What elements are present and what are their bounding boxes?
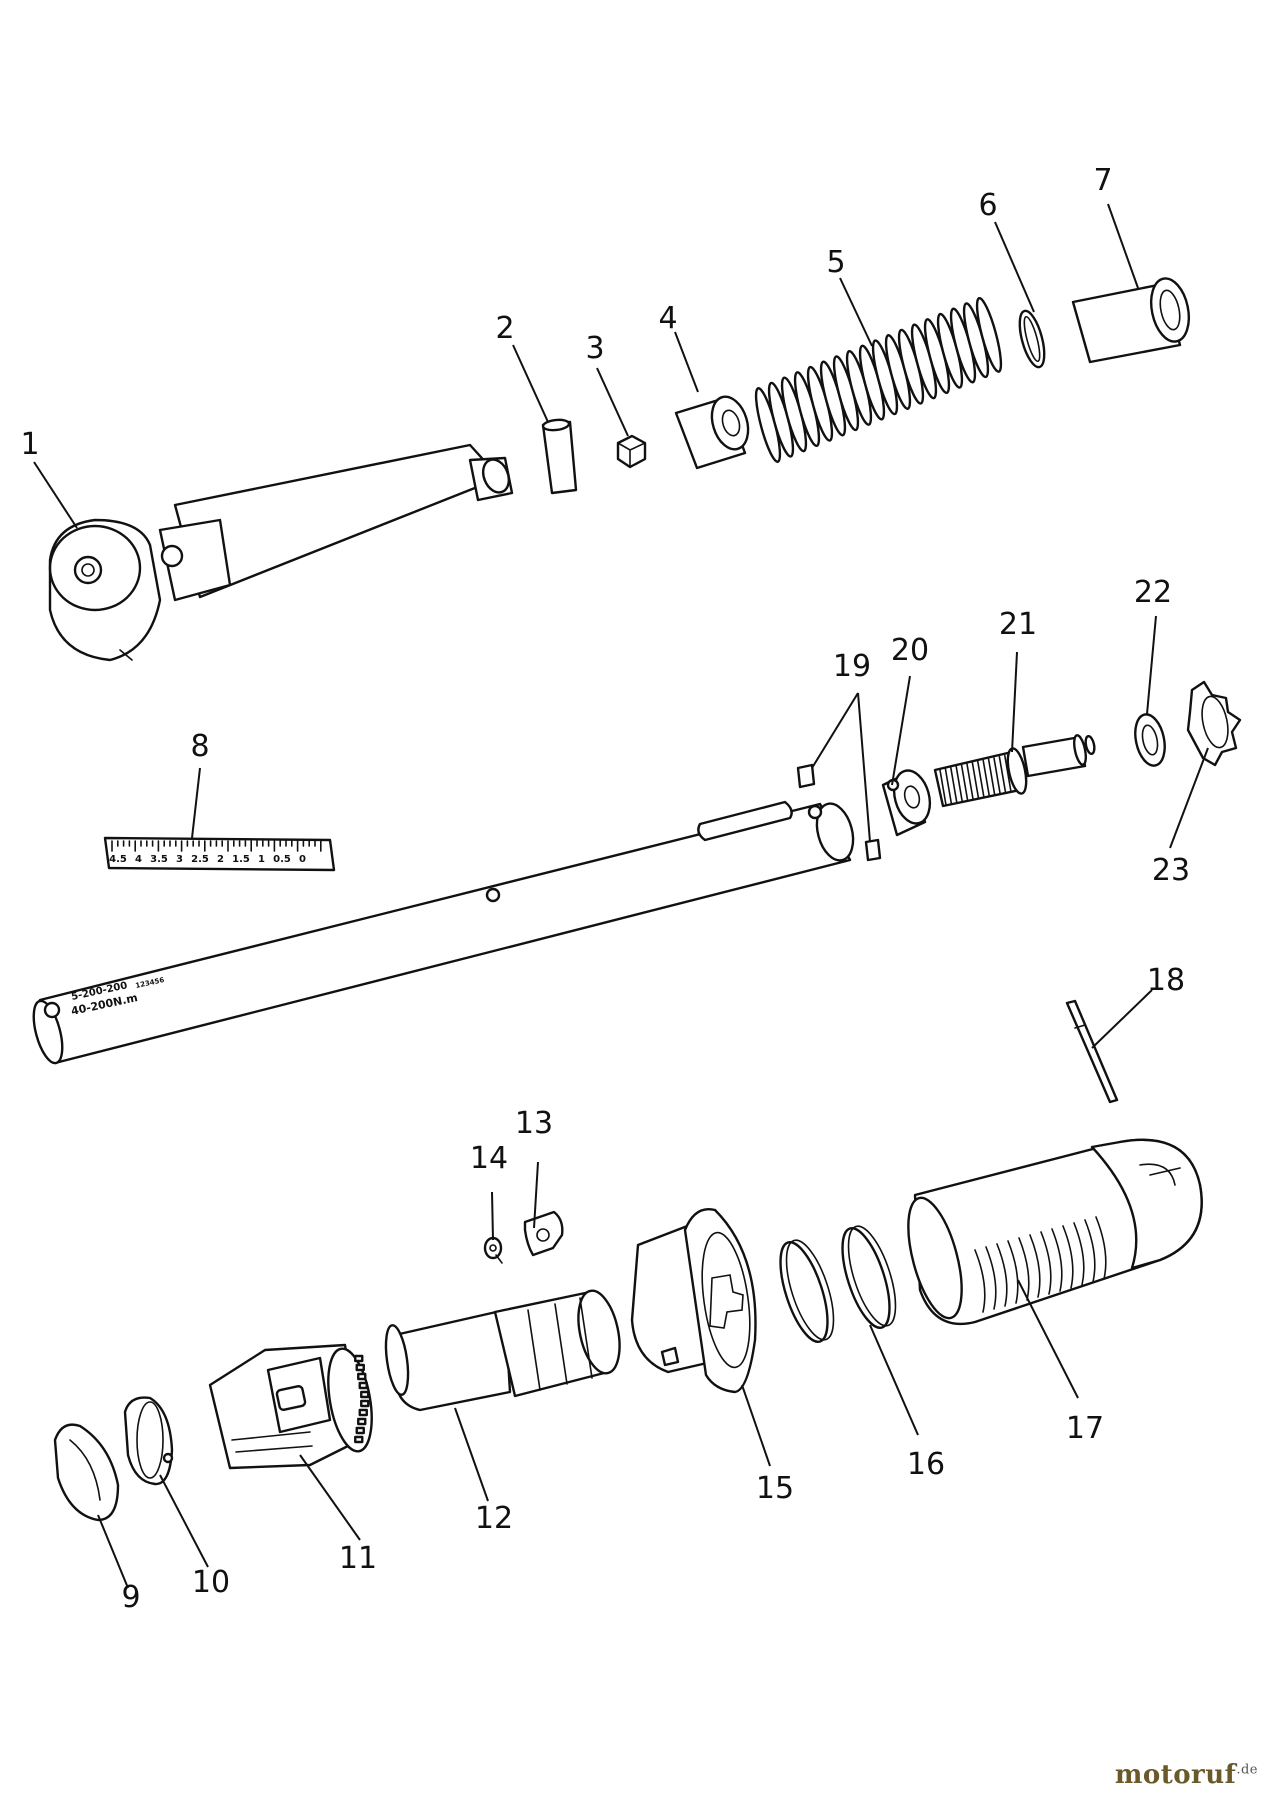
callout-1: 1 <box>20 427 39 462</box>
gear-tooth <box>358 1408 368 1417</box>
part-10-ring <box>123 1396 174 1486</box>
part-8-scale: 4.5 4 3.5 3 2.5 2 1.5 1 0.5 0 <box>103 836 336 872</box>
grip-line <box>1084 1219 1096 1283</box>
watermark-logo: motoruf.de <box>1115 1760 1258 1790</box>
scale-label: 0 <box>299 854 306 865</box>
scale-label: 3.5 <box>150 854 168 865</box>
callout-7: 7 <box>1093 163 1112 198</box>
part-19-pins <box>796 763 882 862</box>
callout-8: 8 <box>190 729 209 764</box>
watermark-tld: .de <box>1236 1762 1258 1778</box>
part-9-end-cap <box>53 1423 120 1522</box>
gear-tooth <box>357 1417 367 1426</box>
callout-6: 6 <box>978 188 997 223</box>
grip-line <box>1073 1222 1085 1286</box>
part-1-ratchet-head <box>48 443 514 662</box>
grip-line <box>1040 1231 1052 1295</box>
screw-groove <box>998 755 1007 793</box>
gear-tooth <box>360 1399 370 1408</box>
gear-tooth <box>355 1426 365 1435</box>
screw-groove <box>976 760 985 798</box>
callout-3: 3 <box>585 331 604 366</box>
callout-13: 13 <box>515 1106 553 1141</box>
part-14-screw <box>483 1236 503 1264</box>
part-20-collar <box>881 769 932 837</box>
scale-label: 4.5 <box>109 854 127 865</box>
screw-groove <box>1003 754 1012 792</box>
screw-groove <box>966 763 974 800</box>
part-13-clip <box>523 1210 564 1257</box>
callout-16: 16 <box>907 1447 945 1482</box>
callout-4: 4 <box>658 301 677 336</box>
grip-line <box>996 1243 1008 1307</box>
part-21-adjuster-screw <box>933 734 1096 808</box>
screw-groove <box>982 759 991 797</box>
grip-line <box>1029 1234 1041 1298</box>
part-18-pin <box>1065 999 1119 1104</box>
callout-12: 12 <box>475 1501 513 1536</box>
callout-21: 21 <box>999 607 1037 642</box>
callout-2: 2 <box>495 311 514 346</box>
callout-22: 22 <box>1134 575 1172 610</box>
callout-18: 18 <box>1147 963 1185 998</box>
callout-17: 17 <box>1066 1411 1104 1446</box>
callout-14: 14 <box>470 1141 508 1176</box>
part-22-washer <box>1134 713 1166 767</box>
gear-tooth <box>358 1381 368 1390</box>
gear-tooth <box>354 1435 364 1444</box>
grip-line <box>974 1249 986 1313</box>
screw-groove <box>955 765 964 803</box>
scale-label: 1 <box>258 854 265 865</box>
grip-line <box>985 1246 997 1310</box>
scale-label: 4 <box>135 854 142 865</box>
callout-numbers: 1 2 3 4 5 6 7 8 9 10 11 12 13 14 15 16 1… <box>20 163 1190 1615</box>
scale-label: 0.5 <box>273 854 291 865</box>
callout-11: 11 <box>339 1541 377 1576</box>
spring-coil <box>975 296 1003 373</box>
part-17-grip <box>907 1138 1203 1326</box>
grip-line <box>1062 1225 1074 1289</box>
watermark-name: motoruf <box>1114 1760 1237 1790</box>
part-16-rings <box>779 1225 897 1343</box>
callout-15: 15 <box>756 1471 794 1506</box>
part-4-sleeve <box>674 395 750 470</box>
part-12-cylinder <box>384 1289 621 1412</box>
part-15-flange-housing <box>630 1208 757 1394</box>
screw-groove <box>949 766 958 804</box>
callout-5: 5 <box>826 245 845 280</box>
callout-9: 9 <box>121 1580 140 1615</box>
gear-tooth <box>355 1363 365 1372</box>
screw-groove <box>971 761 980 799</box>
leader-lines <box>33 203 1209 1589</box>
callout-19: 19 <box>833 649 871 684</box>
main-tube: 5-200-200 40-200N.m 123456 <box>32 800 855 1065</box>
grip-line <box>1051 1228 1063 1292</box>
grip-line <box>1095 1216 1107 1280</box>
scale-label: 3 <box>176 854 183 865</box>
gear-tooth <box>354 1354 364 1363</box>
part-6-ring <box>1018 309 1046 369</box>
callout-20: 20 <box>891 633 929 668</box>
gear-tooth <box>360 1390 370 1399</box>
scale-label: 1.5 <box>232 854 250 865</box>
scale-label: 2 <box>217 854 224 865</box>
callout-23: 23 <box>1152 853 1190 888</box>
screw-groove <box>993 757 1001 794</box>
grip-line <box>1007 1240 1019 1304</box>
part-11-ratchet-housing <box>208 1343 373 1470</box>
part-23-knob <box>1186 680 1242 767</box>
screw-groove <box>987 758 996 796</box>
screw-groove <box>960 764 969 802</box>
callout-10: 10 <box>192 1565 230 1600</box>
part-3-block <box>616 434 647 469</box>
part-2-pin <box>541 418 578 495</box>
grip-line <box>1018 1237 1030 1301</box>
gear-tooth <box>357 1372 367 1381</box>
part-5-spring <box>754 296 1003 463</box>
screw-groove <box>944 767 953 805</box>
screw-groove <box>939 769 947 806</box>
part-7-sleeve <box>1071 277 1191 364</box>
scale-label: 2.5 <box>191 854 209 865</box>
